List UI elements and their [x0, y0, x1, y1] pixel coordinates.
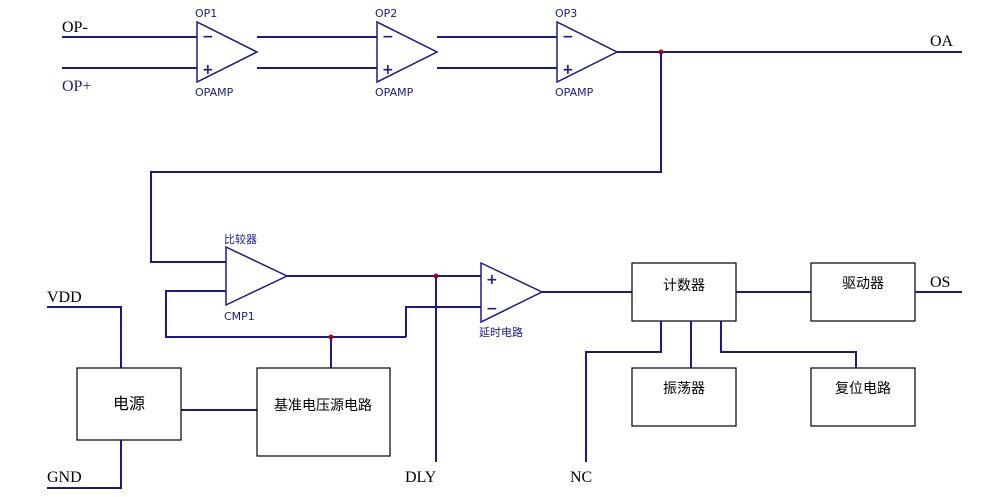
driver-block-label: 驱动器 [842, 276, 884, 292]
opamp-2-name: OP2 [375, 7, 397, 20]
wire-ref-to-delay-minus [405, 306, 481, 337]
opamp-3-type: OPAMP [555, 86, 594, 99]
opamp-3: − + OP3 OPAMP [555, 7, 619, 99]
opamp-1-minus-sign: − [202, 29, 214, 45]
comparator-title: 比较器 [224, 232, 257, 246]
reference-block [256, 367, 391, 457]
pin-nc-label: NC [570, 469, 592, 486]
delay-symbol [480, 261, 544, 324]
opamp-2-type: OPAMP [375, 86, 414, 99]
wire-oa-to-comparator [150, 52, 662, 263]
opamp-3-plus-sign: + [562, 62, 574, 78]
comparator: 比较器 CMP1 [224, 232, 289, 323]
power-block-label: 电源 [113, 394, 145, 413]
opamp-2: − + OP2 OPAMP [375, 7, 439, 99]
opamp-3-minus-sign: − [562, 29, 574, 45]
power-block [76, 367, 182, 441]
opamp-3-name: OP3 [555, 7, 577, 20]
pin-vdd-label: VDD [47, 289, 82, 306]
opamp-3-symbol [556, 20, 619, 84]
opamp-2-symbol [376, 20, 439, 84]
wire-vdd [47, 306, 122, 368]
pin-oa-label: OA [930, 33, 954, 50]
opamp-1-plus-sign: + [202, 62, 214, 78]
oscillator-block-label: 振荡器 [663, 381, 705, 397]
opamp-1-symbol [196, 20, 259, 84]
comparator-name: CMP1 [224, 310, 255, 323]
opamp-1-type: OPAMP [195, 86, 234, 99]
counter-block-label: 计数器 [663, 278, 705, 294]
opamp-1: − + OP1 OPAMP [195, 7, 259, 99]
opamp-2-plus-sign: + [382, 62, 394, 78]
pin-gnd-label: GND [47, 469, 82, 486]
pin-os-label: OS [930, 274, 950, 291]
opamp-2-minus-sign: − [382, 29, 394, 45]
wire-nc [585, 321, 662, 462]
counter-block [631, 262, 737, 322]
pin-dly-label: DLY [405, 469, 437, 486]
pin-op-plus-label: OP+ [62, 78, 91, 95]
driver-block [810, 262, 916, 322]
delay-circuit: + − 延时电路 [479, 261, 544, 339]
oscillator-block [631, 367, 737, 427]
delay-label: 延时电路 [479, 326, 523, 339]
opamp-1-name: OP1 [195, 7, 217, 20]
pin-op-minus-label: OP- [62, 19, 88, 36]
delay-minus-sign: − [486, 301, 498, 317]
wire-counter-to-reset [720, 321, 857, 368]
reference-block-label: 基准电压源电路 [274, 397, 372, 414]
reset-block-label: 复位电路 [835, 380, 891, 397]
wire-gnd [47, 440, 122, 489]
comparator-symbol [225, 245, 289, 307]
delay-plus-sign: + [486, 272, 498, 288]
wire-comparator-ref-input [165, 290, 331, 338]
reset-block [810, 367, 916, 427]
